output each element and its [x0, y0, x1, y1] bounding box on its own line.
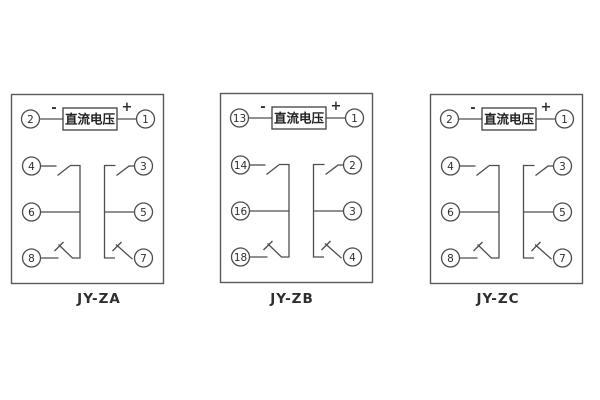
terminal-number: 3	[140, 161, 147, 173]
terminal-number: 6	[447, 207, 454, 219]
terminal-number: 4	[28, 161, 35, 173]
nc-contact-tick	[263, 240, 273, 251]
terminal-number: 8	[447, 253, 454, 265]
terminal-number: 7	[140, 253, 147, 265]
nc-contact-tick	[321, 240, 331, 251]
minus-sign: -	[51, 101, 56, 116]
terminal-number: 1	[351, 113, 358, 125]
terminal-number: 3	[559, 161, 566, 173]
terminal-number: 1	[142, 114, 149, 126]
terminal-number: 13	[233, 113, 246, 125]
terminal-number: 16	[234, 206, 248, 218]
terminal-circle	[554, 109, 575, 129]
nc-contact-blade	[267, 243, 283, 258]
terminal-circle	[342, 247, 363, 267]
terminal-circle	[552, 202, 573, 222]
nc-contact-blade	[477, 244, 493, 259]
no-contact-blade	[57, 165, 71, 177]
plus-sign: +	[541, 100, 552, 115]
terminal-number: 14	[234, 160, 248, 172]
minus-sign: -	[470, 101, 475, 116]
relay-outline-box	[429, 93, 584, 285]
terminal-circle	[342, 155, 363, 175]
terminal-number: 3	[349, 206, 356, 218]
minus-sign: -	[260, 100, 265, 115]
diagram-jy-za: 2 - 直流电压 + 1 4 6 8 3 5 7 JY-ZA	[10, 93, 165, 307]
model-label: JY-ZA	[76, 291, 121, 307]
relay-outline-box	[219, 92, 374, 284]
terminal-circle	[342, 201, 363, 221]
terminal-number: 5	[140, 207, 147, 219]
nc-contact-tick	[531, 241, 541, 252]
diagram-jy-zc: 2 - 直流电压 + 1 4 6 8 3 5 7 JY-ZC	[429, 93, 584, 307]
terminal-number: 2	[349, 160, 356, 172]
model-label: JY-ZC	[475, 291, 519, 307]
nc-contact-blade	[115, 244, 133, 260]
no-contact-blade	[476, 165, 490, 177]
terminal-circle	[133, 156, 154, 176]
dc-voltage-label: 直流电压	[65, 112, 116, 127]
nc-contact-blade	[534, 244, 552, 260]
terminal-circle	[133, 202, 154, 222]
terminal-number: 6	[28, 207, 35, 219]
nc-contact-tick	[54, 241, 64, 252]
terminal-number: 2	[446, 114, 453, 126]
terminal-circle	[133, 248, 154, 268]
nc-contact-blade	[324, 243, 342, 259]
no-contact-blade	[266, 164, 280, 176]
plus-sign: +	[331, 99, 342, 114]
terminal-circle	[135, 109, 156, 129]
dc-voltage-label: 直流电压	[484, 112, 535, 127]
no-contact-blade	[535, 165, 549, 177]
nc-contact-blade	[58, 244, 74, 259]
terminal-number: 8	[28, 253, 35, 265]
terminal-number: 18	[234, 252, 247, 264]
diagram-jy-zb: 13 - 直流电压 + 1 14 16 18 2 3 4 JY	[219, 92, 374, 307]
terminal-circle	[552, 248, 573, 268]
terminal-number: 4	[447, 161, 454, 173]
nc-contact-tick	[473, 241, 483, 252]
dc-voltage-label: 直流电压	[274, 111, 325, 126]
terminal-number: 1	[561, 114, 568, 126]
terminal-number: 4	[349, 252, 356, 264]
terminal-number: 7	[559, 253, 566, 265]
terminal-circle	[344, 108, 365, 128]
terminal-number: 2	[27, 114, 34, 126]
model-label: JY-ZB	[269, 291, 314, 307]
plus-sign: +	[122, 100, 133, 115]
relay-outline-box	[10, 93, 165, 285]
no-contact-blade	[116, 165, 130, 177]
terminal-circle	[552, 156, 573, 176]
no-contact-blade	[325, 164, 339, 176]
nc-contact-tick	[112, 241, 122, 252]
terminal-number: 5	[559, 207, 566, 219]
